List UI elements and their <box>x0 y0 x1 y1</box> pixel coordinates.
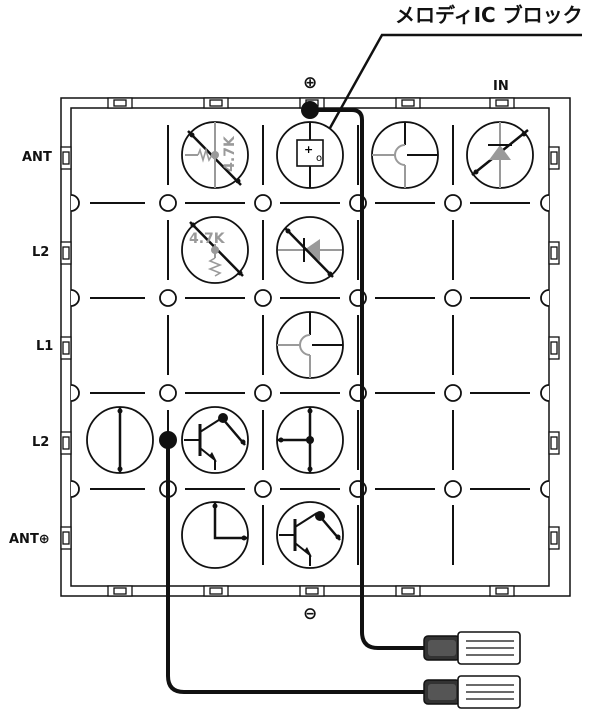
in-label: IN <box>493 79 509 94</box>
capacitor-block-mid <box>276 311 344 379</box>
side-label-l2-bottom: L2 <box>32 435 49 450</box>
side-label-l2-top: L2 <box>32 245 49 260</box>
corner-wire-block <box>181 501 249 569</box>
t-junction-block <box>276 406 344 474</box>
plus-lead-connection <box>301 101 319 119</box>
melody-ic-title: メロディIC ブロック <box>395 3 583 27</box>
resistor-block-mid: 4.7K <box>181 216 249 284</box>
transistor-block-bottom <box>276 501 344 569</box>
lead-wires <box>166 108 434 694</box>
plus-terminal-label: ⊕ <box>303 73 317 93</box>
side-label-ant-bottom: ANT⊕ <box>9 532 50 547</box>
diode-block-mid <box>276 216 344 284</box>
melody-ic-o-mark: o <box>316 153 322 164</box>
connector-plug-bottom <box>423 675 521 709</box>
diode-block-top <box>466 121 534 189</box>
melody-ic-plus-mark: + <box>304 143 313 156</box>
capacitor-block-top <box>371 121 439 189</box>
connector-plug-top <box>423 631 521 665</box>
resistor-mid-value: 4.7K <box>189 231 226 247</box>
straight-wire-block-l2 <box>86 406 154 474</box>
side-label-l1: L1 <box>36 339 53 354</box>
resistor-block-top: 4.7K <box>181 121 249 189</box>
minus-terminal-label: ⊖ <box>303 604 317 624</box>
grid-lines <box>90 125 530 565</box>
ground-lead-connection <box>159 431 177 449</box>
side-label-ant-top: ANT <box>22 150 52 165</box>
title-callout-line <box>328 33 582 129</box>
resistor-top-value: 4.7K <box>222 135 238 172</box>
melody-ic-block: + o <box>276 121 344 189</box>
transistor-block-top <box>181 406 249 474</box>
